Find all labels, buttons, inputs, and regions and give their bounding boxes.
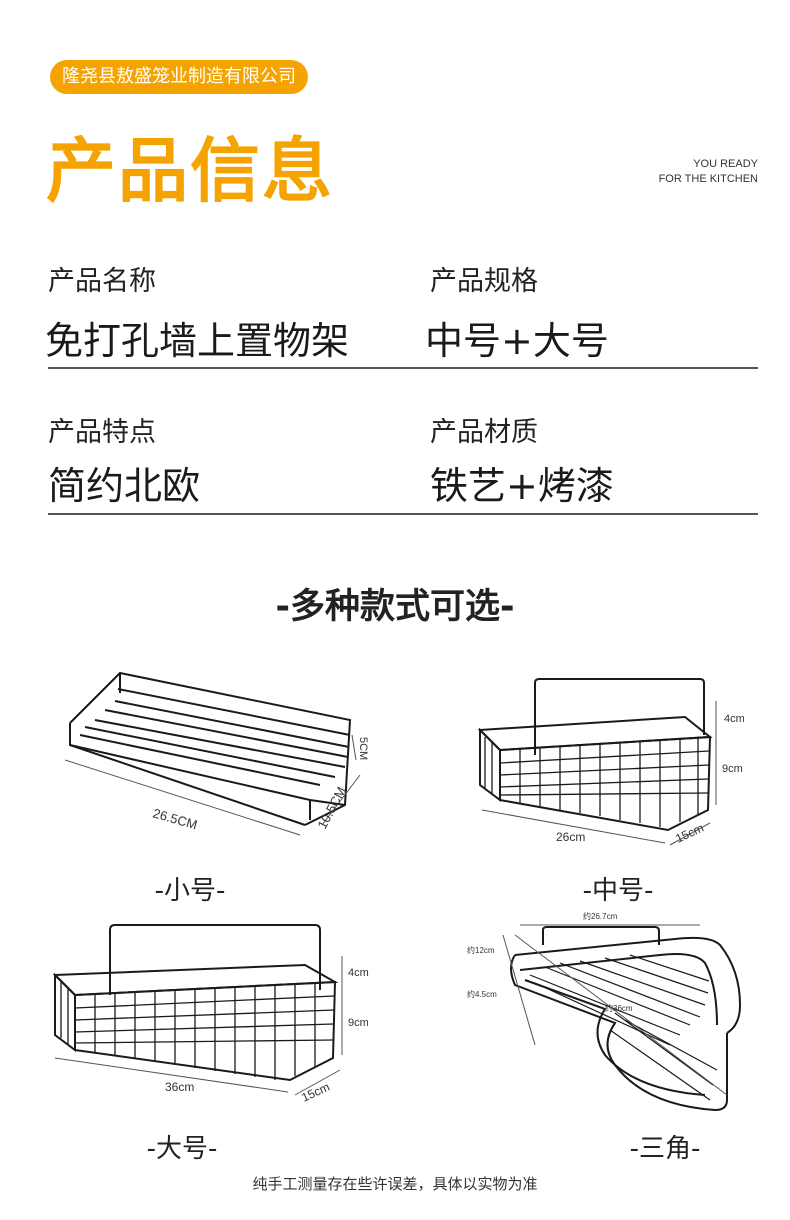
- large-caption: -大号-: [146, 1134, 218, 1164]
- product-name-value: 免打孔墙上置物架: [45, 319, 350, 363]
- medium-back-label: 4cm: [724, 713, 745, 725]
- medium-rack-image: 4cm 9cm 26cm 15cm: [477, 678, 745, 846]
- product-feature-value: 简约北欧: [48, 464, 201, 508]
- large-height-label: 9cm: [348, 1017, 369, 1029]
- corner-caption: -三角-: [629, 1134, 701, 1164]
- medium-height-label: 9cm: [722, 763, 743, 775]
- large-rack-image: 4cm 9cm 36cm 15cm: [52, 924, 369, 1105]
- product-material-value: 铁艺+烤漆: [430, 464, 614, 508]
- company-name-badge: 隆尧县敖盛笼业制造有限公司: [50, 60, 308, 94]
- small-depth-label: 10.5CM: [314, 784, 349, 831]
- product-feature-label: 产品特点: [48, 417, 156, 448]
- small-caption: -小号-: [154, 876, 226, 906]
- tagline-line-1: YOU READY: [693, 158, 758, 170]
- corner-rack-image: 约26.7cm 约12cm 约4.5cm 约36cm: [467, 911, 742, 1112]
- measurement-note: 纯手工测量存在些许误差，具体以实物为准: [252, 1175, 538, 1193]
- product-material-label: 产品材质: [430, 417, 538, 448]
- large-length-label: 36cm: [165, 1080, 194, 1094]
- product-spec-value: 中号+大号: [425, 319, 609, 363]
- large-back-label: 4cm: [348, 967, 369, 979]
- page-title: 产品信息: [46, 130, 334, 212]
- divider-line: [48, 513, 758, 515]
- corner-height-label: 约4.5cm: [467, 989, 497, 999]
- tagline: YOU READY FOR THE KITCHEN: [659, 157, 758, 187]
- small-rack-image: 26.5CM 5CM 10.5CM: [64, 671, 369, 836]
- corner-diagonal-label: 约36cm: [605, 1003, 633, 1013]
- tagline-line-2: FOR THE KITCHEN: [658, 173, 758, 185]
- medium-caption: -中号-: [582, 876, 654, 906]
- product-spec-label: 产品规格: [430, 266, 538, 297]
- small-length-label: 26.5CM: [151, 805, 199, 832]
- product-name-label: 产品名称: [48, 266, 156, 297]
- small-height-label: 5CM: [357, 737, 369, 760]
- medium-length-label: 26cm: [556, 830, 585, 844]
- large-depth-label: 15cm: [299, 1080, 332, 1105]
- corner-back-label: 约12cm: [467, 945, 495, 955]
- divider-line: [48, 367, 758, 369]
- styles-heading: -多种款式可选-: [275, 587, 515, 627]
- corner-width-label: 约26.7cm: [583, 911, 618, 921]
